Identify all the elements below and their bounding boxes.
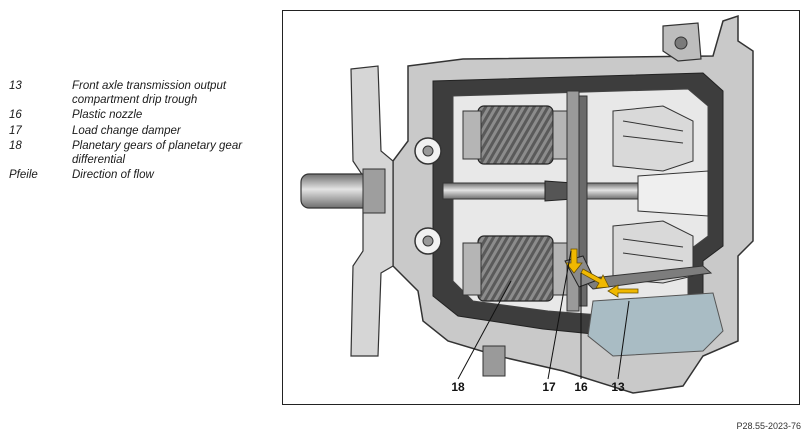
bottom-stub [482,345,506,377]
legend-text: Planetary gears of planetary gear differ… [72,140,243,166]
legend-text: Direction of flow [72,169,154,181]
legend-text: Plastic nozzle [72,109,143,121]
callout-16: 16 [574,380,588,394]
right-rings [612,105,709,284]
legend-key: 18 [9,140,22,152]
callout-13: 13 [611,380,625,394]
oil-pool [587,292,724,357]
legend-key: 16 [9,109,22,121]
planetary-gear-upper [462,105,568,165]
callout-18: 18 [451,380,465,394]
callout-17: 17 [542,380,556,394]
drip-trough [581,265,713,290]
legend-key: Pfeile [9,169,38,181]
legend-key: 17 [9,124,22,137]
cutaway-illustration: 18 17 16 13 [282,10,800,405]
legend-item-18: 18 Planetary gears of planetary gear dif… [9,140,279,167]
legend-item-17: 17 Load change damper [9,125,279,139]
legend-text: Front axle transmission output compartme… [72,80,227,106]
legend: 13 Front axle transmission output compar… [9,80,279,185]
legend-item-pfeile: Pfeile Direction of flow [9,169,279,183]
legend-key: 13 [9,80,22,92]
transmission-cutaway-drawing [300,14,754,394]
legend-item-16: 16 Plastic nozzle [9,109,279,123]
planetary-gear-lower [462,235,568,302]
figure-reference: P28.55-2023-76 [736,421,801,431]
flow-arrows [565,248,639,298]
legend-text: Load change damper [72,124,181,137]
center-shaft [442,182,644,200]
legend-item-13: 13 Front axle transmission output compar… [9,80,279,107]
callout-leaders [457,250,630,380]
